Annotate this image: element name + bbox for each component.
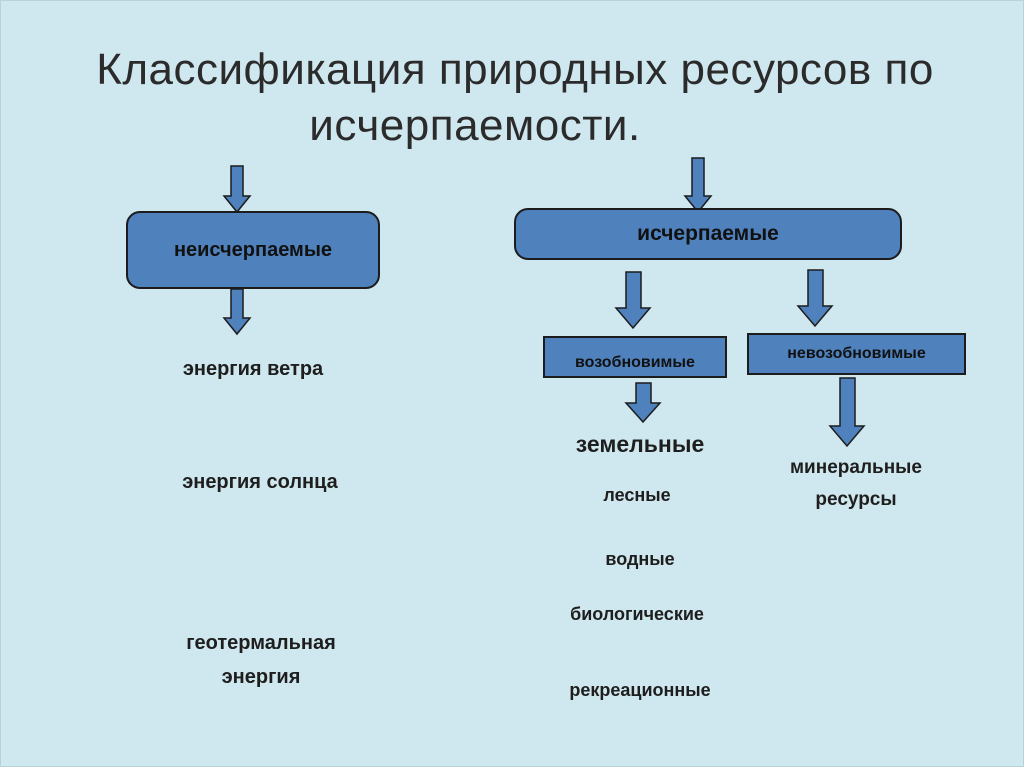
item-land-resources: земельные (575, 431, 705, 457)
item-mineral-resources: минеральные ресурсы (790, 457, 922, 510)
item-biological-resources: биологические (570, 604, 704, 624)
arrow-down-icon (683, 157, 713, 214)
slide-title: Классификация природных ресурсов по исче… (40, 42, 990, 154)
item-recreational-resources: рекреационные (569, 680, 711, 700)
item-geothermal-energy: геотермальная энергия (186, 632, 336, 688)
inexhaustible-box: неисчерпаемые (126, 211, 380, 289)
item-forest-resources: лесные (603, 485, 671, 505)
arrow-down-icon (828, 377, 866, 448)
title-line-1: Классификация природных ресурсов по (96, 45, 934, 94)
arrow-down-icon (796, 269, 834, 328)
arrow-down-icon (614, 271, 652, 330)
arrow-down-icon (222, 288, 252, 336)
item-water-resources: водные (605, 549, 675, 569)
exhaustible-box: исчерпаемые (514, 208, 902, 260)
arrow-down-icon (222, 165, 252, 214)
item-wind-energy: энергия ветра (182, 358, 324, 380)
nonrenewable-box: невозобновимые (747, 333, 966, 375)
renewable-box: возобновимые (543, 336, 727, 378)
arrow-down-icon (624, 382, 662, 424)
title-line-2: исчерпаемости. (309, 101, 641, 150)
item-solar-energy: энергия солнца (182, 471, 338, 493)
